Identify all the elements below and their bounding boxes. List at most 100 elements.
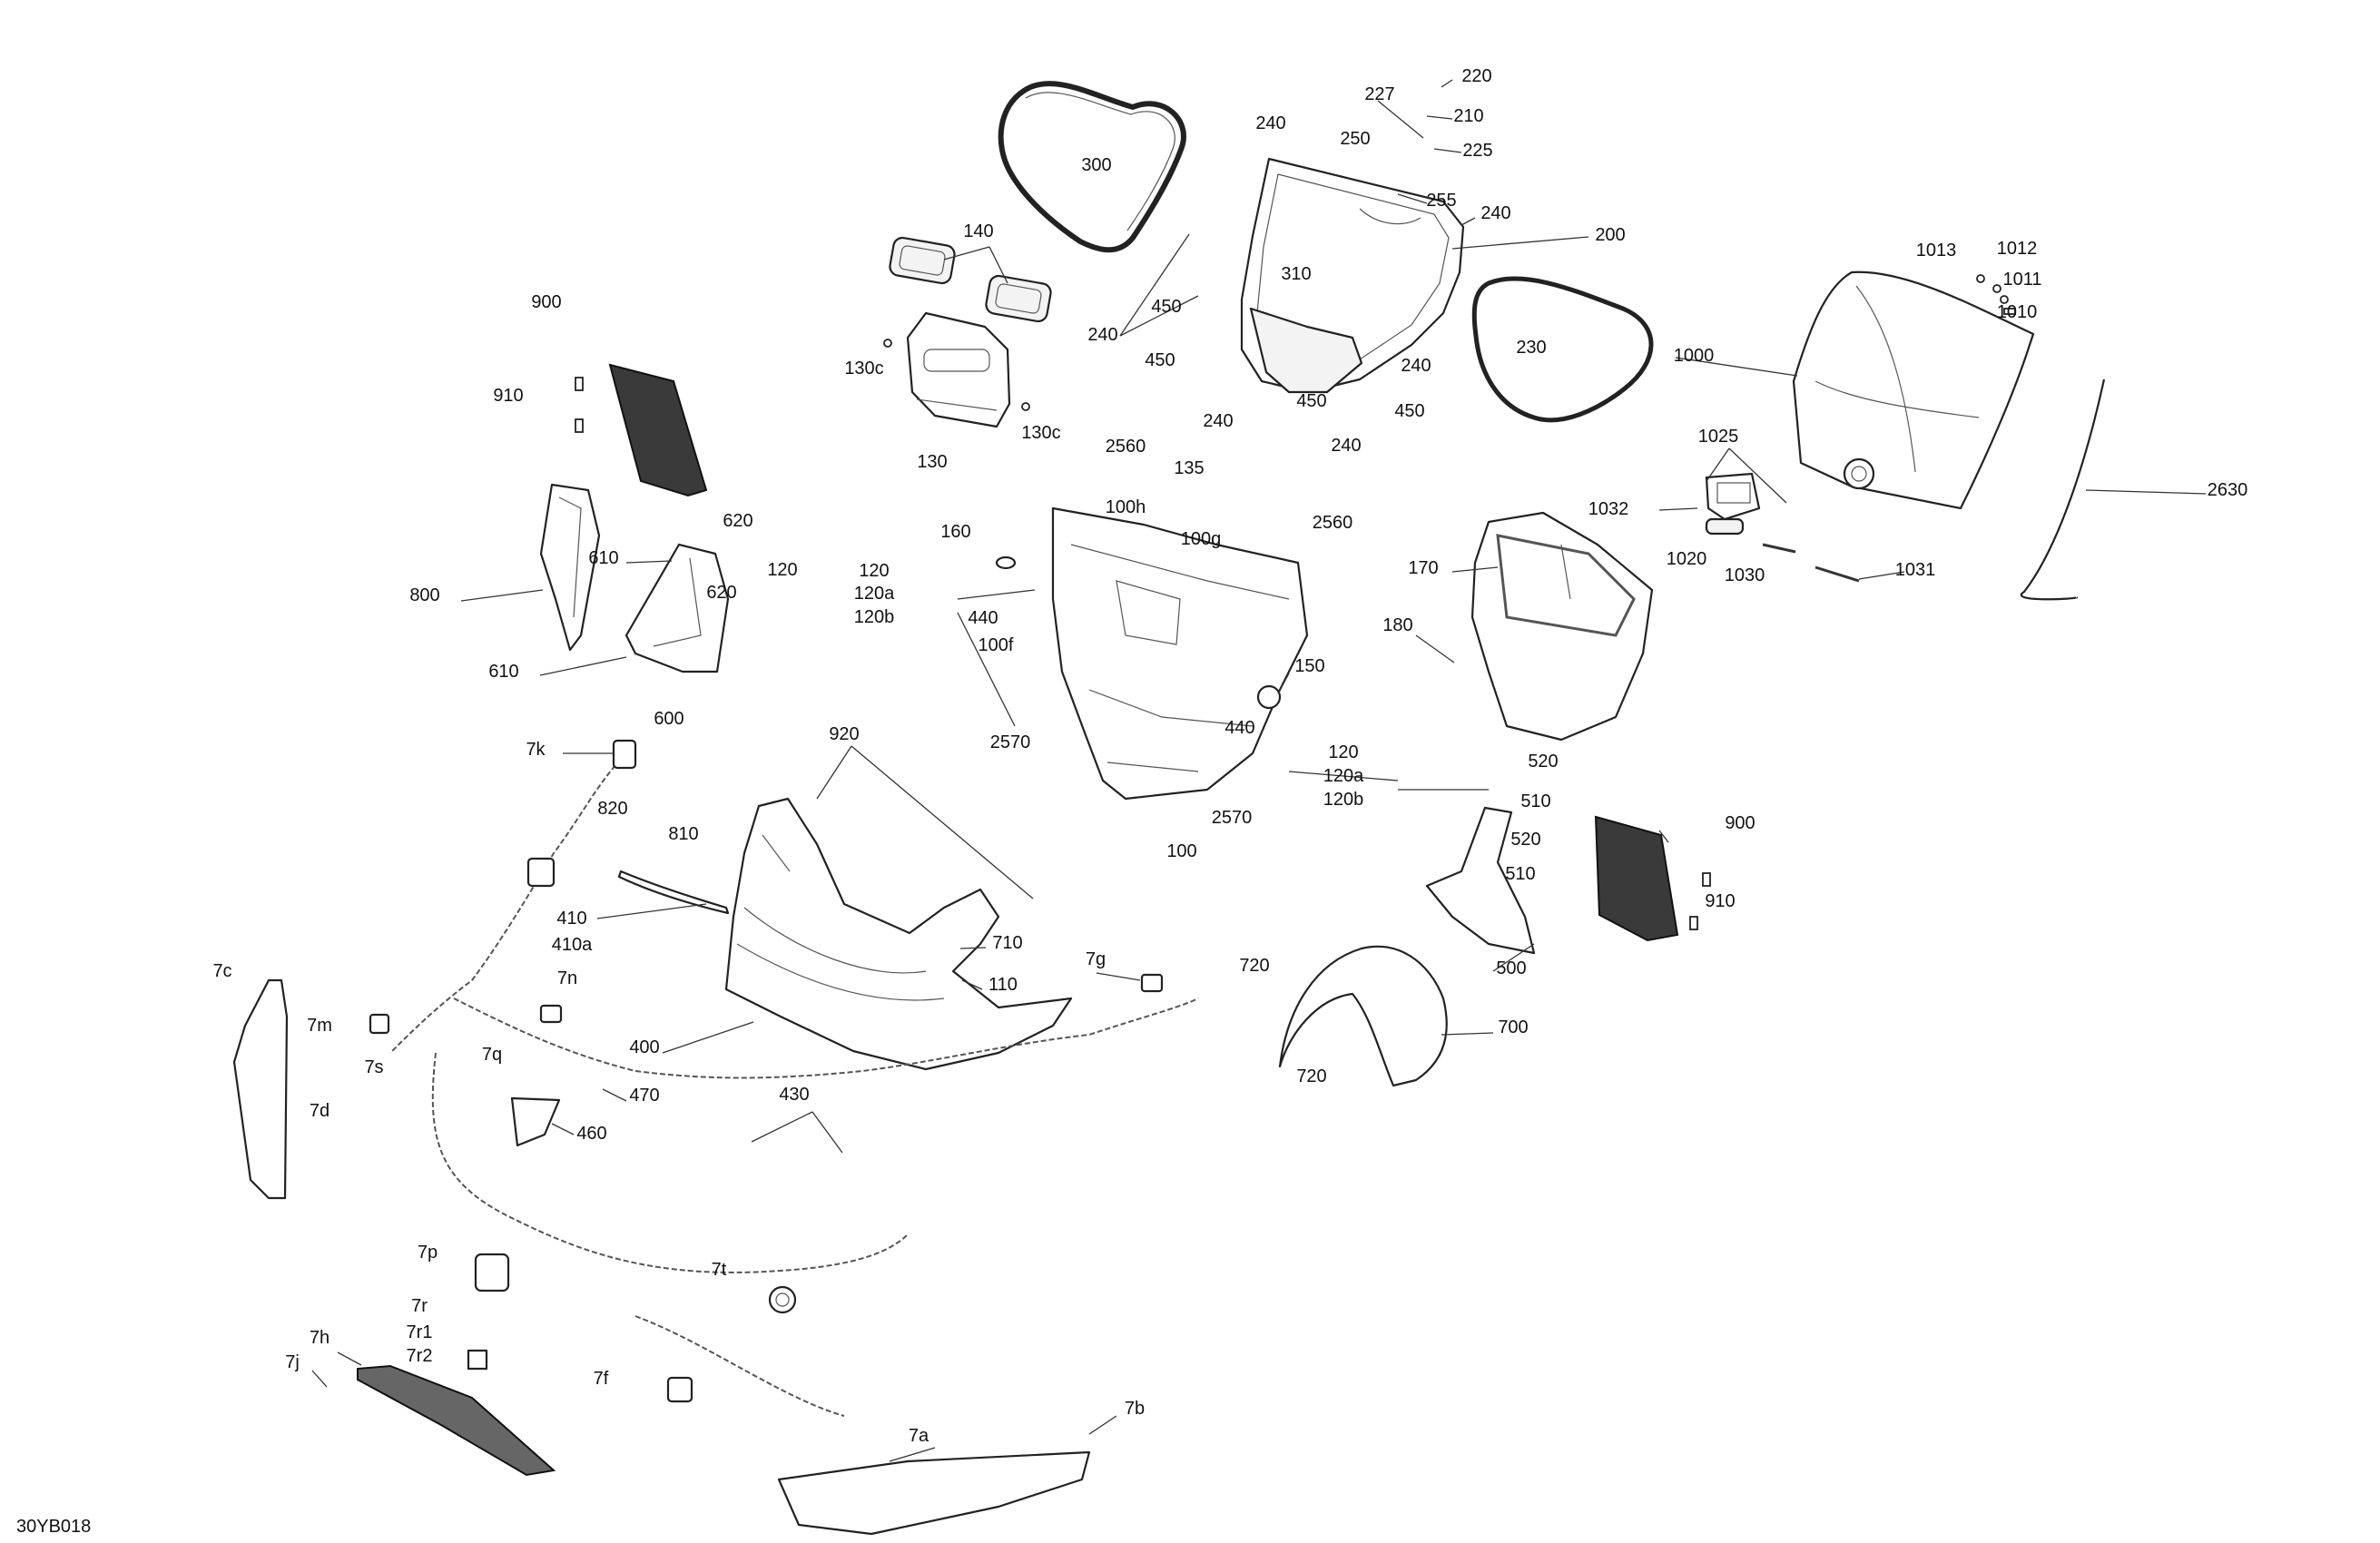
- callout-c240_f: 240: [1331, 436, 1361, 456]
- callout-c1032: 1032: [1588, 499, 1629, 519]
- callout-c255: 255: [1426, 191, 1456, 211]
- callout-c500: 500: [1496, 958, 1526, 978]
- callout-c610_a: 610: [588, 548, 618, 568]
- callout-c7a: 7a: [909, 1426, 929, 1446]
- callout-c2630: 2630: [2208, 480, 2248, 500]
- callout-c450_d: 450: [1394, 401, 1424, 421]
- callout-c7f: 7f: [594, 1369, 609, 1389]
- part-7-harness: [369, 739, 1199, 1417]
- callout-c310: 310: [1281, 264, 1311, 284]
- callout-c620_b: 620: [706, 583, 736, 603]
- callout-c7n: 7n: [557, 968, 577, 988]
- callout-c1013: 1013: [1916, 241, 1957, 260]
- callout-c100h: 100h: [1106, 497, 1146, 517]
- callout-c1000: 1000: [1674, 346, 1715, 366]
- callout-c7c: 7c: [212, 961, 231, 981]
- part-7-trims: [232, 978, 1091, 1536]
- callout-c240_a: 240: [1255, 113, 1285, 133]
- callout-c135: 135: [1174, 458, 1204, 478]
- part-400-fascia: [724, 797, 1073, 1071]
- callout-c110: 110: [988, 975, 1018, 995]
- callout-c7p: 7p: [418, 1243, 438, 1263]
- callout-c220: 220: [1461, 66, 1491, 86]
- callout-c1020: 1020: [1667, 549, 1707, 569]
- callout-c600: 600: [654, 709, 684, 729]
- callout-c120_l: 120: [767, 560, 797, 580]
- callout-c440_b: 440: [1224, 718, 1254, 738]
- callout-c800: 800: [409, 585, 439, 605]
- callout-c470: 470: [629, 1086, 659, 1106]
- callout-c2570_a: 2570: [990, 732, 1031, 752]
- part-700-fender: [1278, 945, 1448, 1087]
- callout-c2570_b: 2570: [1212, 808, 1253, 828]
- callout-c450_c: 450: [1296, 391, 1326, 411]
- callout-c7t: 7t: [712, 1260, 727, 1280]
- callout-c7m: 7m: [307, 1016, 332, 1036]
- callout-c710: 710: [992, 933, 1022, 953]
- callout-c7j: 7j: [285, 1352, 300, 1372]
- part-100-body: [1051, 506, 1309, 801]
- callout-c1010: 1010: [1997, 302, 2038, 322]
- callout-c450_b: 450: [1145, 350, 1175, 370]
- callout-c130c_r: 130c: [1021, 423, 1060, 443]
- callout-c130c_l: 130c: [844, 359, 883, 378]
- callout-c100: 100: [1166, 841, 1196, 861]
- callout-c7b: 7b: [1125, 1399, 1145, 1419]
- callout-c450_a: 450: [1151, 297, 1181, 317]
- callout-c250: 250: [1340, 129, 1370, 149]
- callout-c227: 227: [1364, 84, 1394, 104]
- part-200-frame: [1240, 157, 1465, 394]
- callout-c7q: 7q: [482, 1045, 502, 1065]
- callout-c910_l: 910: [493, 386, 523, 406]
- callout-c920: 920: [829, 724, 859, 744]
- callout-c820: 820: [597, 799, 627, 819]
- callout-c910_r: 910: [1705, 891, 1735, 911]
- callout-c7r2: 7r2: [407, 1346, 433, 1366]
- callout-c300: 300: [1081, 155, 1111, 175]
- callout-c210: 210: [1453, 106, 1483, 126]
- part-300-seal: [998, 81, 1186, 253]
- callout-c120_a: 120: [859, 561, 889, 581]
- callout-c240_d: 240: [1401, 356, 1431, 376]
- callout-c520_b: 520: [1510, 830, 1540, 850]
- callout-c1025: 1025: [1698, 427, 1739, 447]
- callout-c720_b: 720: [1296, 1066, 1326, 1086]
- callout-c1030: 1030: [1725, 565, 1765, 585]
- part-140-lights: [889, 236, 1052, 323]
- callout-c430: 430: [779, 1085, 809, 1105]
- callout-c7r1: 7r1: [407, 1322, 433, 1342]
- part-1000-hood: [1792, 270, 2035, 510]
- callout-c240_e: 240: [1203, 411, 1233, 431]
- callout-c130: 130: [917, 452, 947, 472]
- callout-c120a_a: 120a: [854, 584, 895, 604]
- callout-c150: 150: [1294, 656, 1324, 676]
- callout-c610_b: 610: [488, 662, 518, 682]
- callout-c160: 160: [940, 522, 970, 542]
- callout-c100g: 100g: [1181, 529, 1222, 549]
- callout-c7k: 7k: [526, 740, 546, 760]
- callout-c120_b: 120: [1328, 742, 1358, 762]
- callout-c510_b: 510: [1505, 864, 1535, 884]
- callout-c180: 180: [1382, 615, 1412, 635]
- callout-c240_b: 240: [1480, 203, 1510, 223]
- callout-c7d: 7d: [310, 1101, 329, 1121]
- part-1010-hardware: [1976, 274, 2016, 315]
- part-230-seal: [1471, 276, 1654, 423]
- callout-c7s: 7s: [364, 1057, 383, 1077]
- callout-c7r: 7r: [411, 1296, 428, 1316]
- part-170-bin: [1470, 511, 1654, 742]
- callout-c7h: 7h: [310, 1328, 329, 1348]
- callout-c900_r: 900: [1725, 813, 1755, 833]
- callout-c230: 230: [1516, 338, 1546, 358]
- figure-code: 30YB018: [16, 1517, 91, 1537]
- callout-c440_a: 440: [968, 608, 998, 628]
- leader-lines: [311, 79, 2207, 1462]
- part-500-bracket: [1425, 806, 1536, 955]
- callout-labels: 300140130c130130c24025022722021022525524…: [212, 66, 2247, 1446]
- callout-c810: 810: [668, 824, 698, 844]
- callout-c510_a: 510: [1520, 791, 1550, 811]
- callout-c1011: 1011: [2002, 270, 2041, 290]
- callout-c170: 170: [1408, 558, 1438, 578]
- part-800-side-trim: [539, 483, 601, 652]
